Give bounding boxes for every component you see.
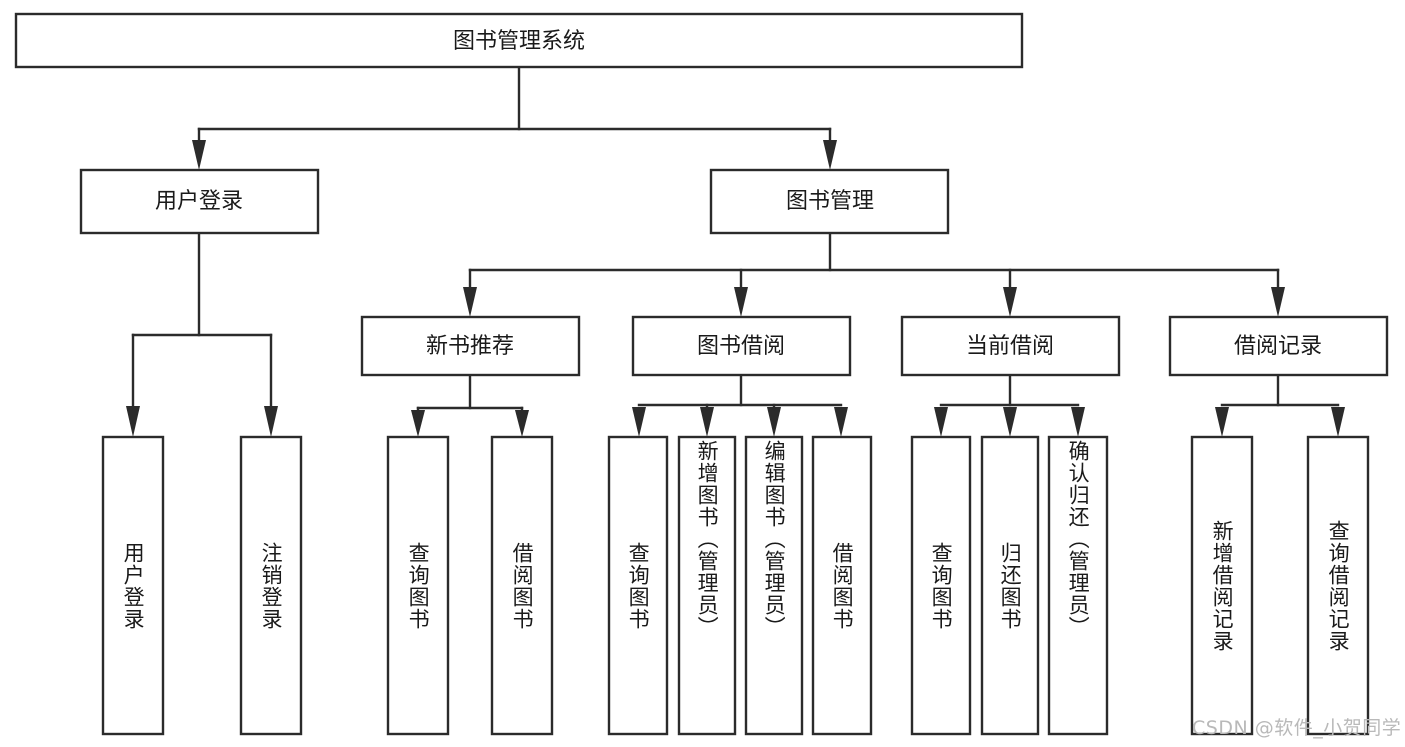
leaf-box-new-book-1[interactable] [386, 435, 450, 736]
node-box-user-login[interactable] [79, 168, 320, 235]
arrow-records-l1 [1215, 407, 1229, 437]
csdn-watermark: CSDN @软件_小贺同学 [1192, 717, 1402, 739]
arrow-current-l2 [1003, 407, 1017, 437]
node-box-book-borrow[interactable] [631, 315, 852, 377]
leaf-box-user-login-1[interactable] [101, 435, 165, 736]
leaf-box-current-2[interactable] [980, 435, 1040, 736]
leaf-box-records-1[interactable] [1190, 435, 1254, 736]
arrow-borrow-l3 [767, 407, 781, 437]
arrow-newbook-l1 [411, 410, 425, 437]
connector-group-user-login [126, 231, 278, 437]
node-box-borrow-records[interactable] [1168, 315, 1389, 377]
arrow-bookmgmt-c1 [463, 287, 477, 317]
arrow-newbook-l2 [515, 410, 529, 437]
leaf-box-records-2[interactable] [1306, 435, 1370, 736]
leaf-box-borrow-1[interactable] [607, 435, 669, 736]
leaf-box-current-3[interactable] [1047, 435, 1109, 736]
node-box-new-book-recommend[interactable] [360, 315, 581, 377]
leaf-box-borrow-2[interactable] [677, 435, 737, 736]
node-box-current-borrow[interactable] [900, 315, 1121, 377]
arrow-borrow-l2 [700, 407, 714, 437]
node-label-book-borrow: 图书借阅 [697, 334, 785, 359]
connector-group-records [1215, 373, 1345, 437]
arrow-root-to-bookmgmt [823, 140, 837, 170]
arrow-bookmgmt-c4 [1271, 287, 1285, 317]
arrow-records-l2 [1331, 407, 1345, 437]
connector-group-new-book [411, 373, 529, 437]
arrow-user-leaf2 [264, 406, 278, 437]
arrow-borrow-l4 [834, 407, 848, 437]
arrow-bookmgmt-c3 [1003, 287, 1017, 317]
node-box-root[interactable] [14, 12, 1024, 69]
connector-group-borrow [632, 373, 848, 437]
leaf-box-current-1[interactable] [910, 435, 972, 736]
node-label-root: 图书管理系统 [453, 29, 585, 54]
arrow-borrow-l1 [632, 407, 646, 437]
arrow-root-to-user [192, 140, 206, 170]
node-label-book-management: 图书管理 [786, 189, 874, 214]
node-label-new-book-recommend: 新书推荐 [426, 334, 514, 359]
node-label-current-borrow: 当前借阅 [966, 334, 1054, 359]
arrow-user-leaf1 [126, 406, 140, 437]
connector-group-current [934, 373, 1085, 437]
connector-group-root [192, 65, 837, 170]
leaf-box-borrow-4[interactable] [811, 435, 873, 736]
node-label-borrow-records: 借阅记录 [1234, 334, 1322, 359]
connector-group-book-mgmt [463, 231, 1285, 317]
arrow-bookmgmt-c2 [734, 287, 748, 317]
arrow-current-l1 [934, 407, 948, 437]
arrow-current-l3 [1071, 407, 1085, 437]
leaf-box-user-login-2[interactable] [239, 435, 303, 736]
node-box-book-management[interactable] [709, 168, 950, 235]
leaf-box-new-book-2[interactable] [490, 435, 554, 736]
node-label-user-login: 用户登录 [155, 189, 243, 214]
leaf-box-borrow-3[interactable] [744, 435, 804, 736]
